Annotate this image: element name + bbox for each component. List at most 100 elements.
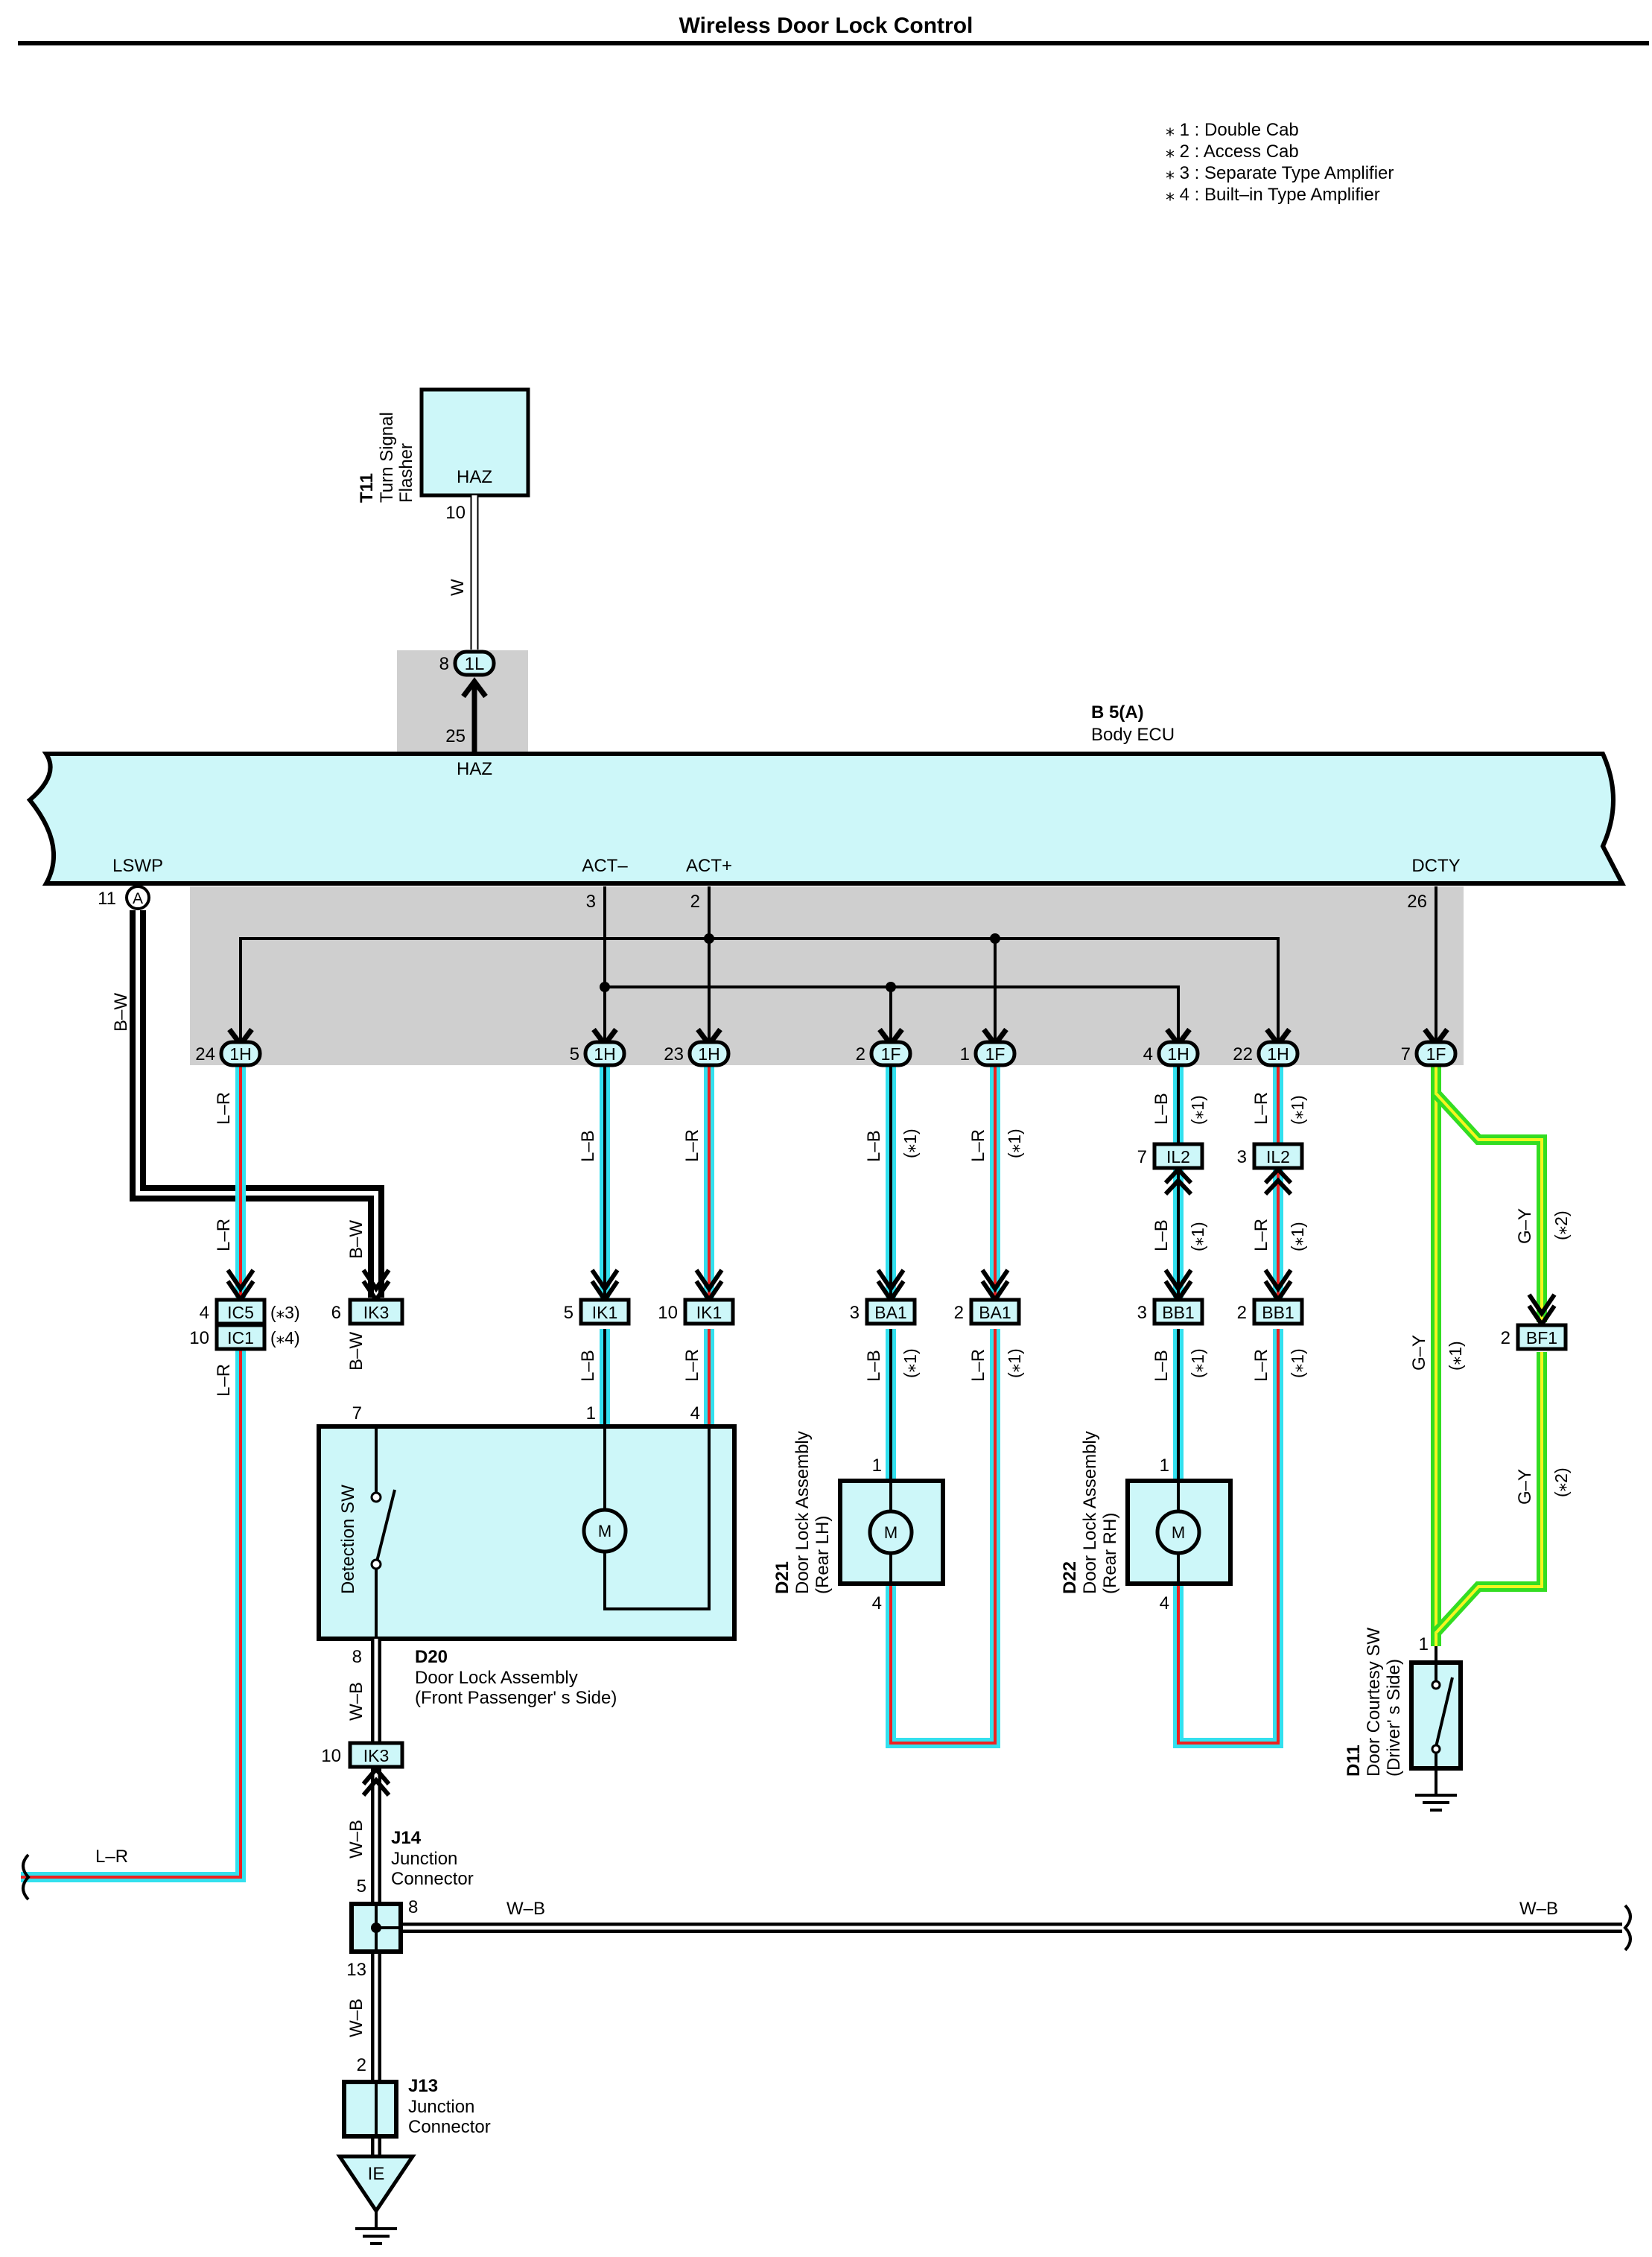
svg-text:L–B: L–B [578,1350,598,1382]
top-connectors: 1H 24 1H 5 1H 23 1F 2 1F 1 1H 4 [195,1040,1458,1067]
d22-id: D22 [1060,1561,1080,1594]
ground-wiring [361,1639,1622,2156]
d20-switch-label: Detection SW [338,1485,358,1594]
svg-text:L–R: L–R [1251,1219,1271,1251]
svg-text:24: 24 [195,1044,215,1064]
connector-1f-2: 1F 2 [856,1040,912,1067]
svg-text:8: 8 [408,1897,418,1917]
connector-1f-7: 1F 7 [1401,1040,1458,1067]
svg-text:1H: 1H [229,1044,251,1064]
svg-text:BA1: BA1 [979,1303,1011,1322]
svg-text:IK1: IK1 [696,1303,722,1322]
svg-text:(⁎1): (⁎1) [900,1348,920,1378]
ecu-id: B 5(A) [1091,702,1144,723]
wire-bw-label-1: B–W [111,993,131,1032]
svg-text:1H: 1H [594,1044,615,1064]
svg-text:L–R: L–R [682,1129,702,1162]
connector-ba1-2 [969,1298,1021,1326]
j13-junction-connector: 2 J13 Junction Connector [342,2055,491,2139]
t11-id: T11 [357,473,377,503]
svg-text:(⁎2): (⁎2) [1551,1467,1571,1497]
connector-ic1 [215,1323,267,1351]
connector-ba1-3 [865,1298,917,1326]
svg-text:IC1: IC1 [227,1328,254,1347]
svg-text:BB1: BB1 [1162,1303,1194,1322]
title-rule [18,41,1649,45]
connector-ic5 [215,1298,267,1326]
svg-text:BB1: BB1 [1262,1303,1294,1322]
svg-text:5: 5 [564,1303,574,1323]
d11-ground-icon [1415,1794,1457,1812]
svg-text:L–B: L–B [864,1130,884,1162]
ground-ie: IE [336,2154,416,2245]
d11-door-courtesy-switch: 1 D11 Door Courtesy SW (Driver' s Side) [1344,1628,1463,1812]
ground-ie-triangle [336,2154,416,2215]
svg-text:(⁎1): (⁎1) [1188,1348,1207,1378]
connector-bb1-3 [1152,1298,1204,1326]
svg-text:1: 1 [1419,1634,1429,1654]
svg-text:5: 5 [570,1044,579,1064]
svg-text:G–Y: G–Y [1515,1469,1535,1505]
j14-name-2: Connector [391,1869,474,1889]
svg-text:13: 13 [346,1960,366,1980]
connector-bf1 [1516,1323,1568,1351]
ecu-act-plus-pin: 2 [690,892,700,912]
t11-turn-signal-flasher: HAZ 10 T11 Turn Signal Flasher [357,387,530,523]
internal-bus [239,886,1437,1043]
svg-text:(⁎1): (⁎1) [1188,1095,1207,1125]
break-mark-right [1623,1904,1632,1952]
connector-ik3-10 [348,1741,404,1769]
svg-text:L–R: L–R [214,1092,234,1125]
svg-text:10: 10 [658,1303,678,1323]
j14-id: J14 [391,1828,422,1848]
svg-text:(⁎1): (⁎1) [1005,1128,1024,1158]
body-ecu: B 5(A) Body ECU HAZ LSWP ACT– ACT+ DCTY [26,702,1626,886]
svg-text:1: 1 [960,1044,970,1064]
j14-junction-connector: 5 8 13 J14 Junction Connector [346,1828,473,1980]
svg-text:L–B: L–B [578,1130,598,1162]
ecu-name: Body ECU [1091,725,1175,745]
wire-bw-lswp-inner [136,910,378,1298]
d21-door-lock-rear-lh: M 1 4 D21 Door Lock Assembly (Rear LH) [772,1431,945,1613]
d20-name-2: (Front Passenger' s Side) [415,1688,617,1708]
svg-text:IK3: IK3 [363,1303,390,1322]
note-1: ⁎ 1 : Double Cab [1166,120,1299,140]
svg-text:1: 1 [586,1403,596,1423]
svg-text:3: 3 [1237,1147,1247,1167]
svg-text:3: 3 [1137,1303,1147,1323]
svg-text:4: 4 [872,1593,882,1613]
svg-text:(⁎1): (⁎1) [900,1128,920,1158]
mid-connectors: IC5 4 (⁎3) IC1 10 (⁎4) IK3 6 IK1 5 IK1 1… [189,1298,1568,1351]
note-2: ⁎ 2 : Access Cab [1166,142,1299,162]
svg-text:L–R: L–R [1251,1349,1271,1382]
svg-text:M: M [598,1522,611,1540]
svg-text:IL2: IL2 [1166,1147,1190,1166]
junction-dot-1 [704,933,714,944]
j13-name-2: Connector [408,2117,491,2137]
d11-id: D11 [1344,1745,1364,1777]
svg-text:W–B: W–B [346,1820,366,1858]
svg-text:7: 7 [1401,1044,1411,1064]
svg-text:1H: 1H [1167,1044,1189,1064]
t11-name-1: Turn Signal [377,412,397,503]
svg-text:L–R: L–R [214,1364,234,1397]
t11-terminal-label: HAZ [457,467,492,487]
svg-text:2: 2 [954,1303,964,1323]
svg-text:M: M [884,1523,898,1542]
svg-text:1: 1 [872,1456,882,1476]
svg-text:2: 2 [357,2055,366,2075]
svg-text:(⁎1): (⁎1) [1288,1222,1307,1251]
svg-text:2: 2 [1237,1303,1247,1323]
ecu-lswp-connector [125,885,150,910]
svg-text:BF1: BF1 [1526,1328,1557,1347]
svg-text:1F: 1F [985,1044,1006,1064]
svg-text:6: 6 [331,1303,341,1323]
diagram-title: Wireless Door Lock Control [679,13,973,38]
junction-dot-3 [600,982,610,992]
connector-1l [453,650,496,677]
svg-text:W–B: W–B [506,1899,545,1919]
svg-text:L–R: L–R [968,1129,988,1162]
svg-text:7: 7 [1137,1147,1147,1167]
ecu-haz-pin: 25 [445,726,466,746]
